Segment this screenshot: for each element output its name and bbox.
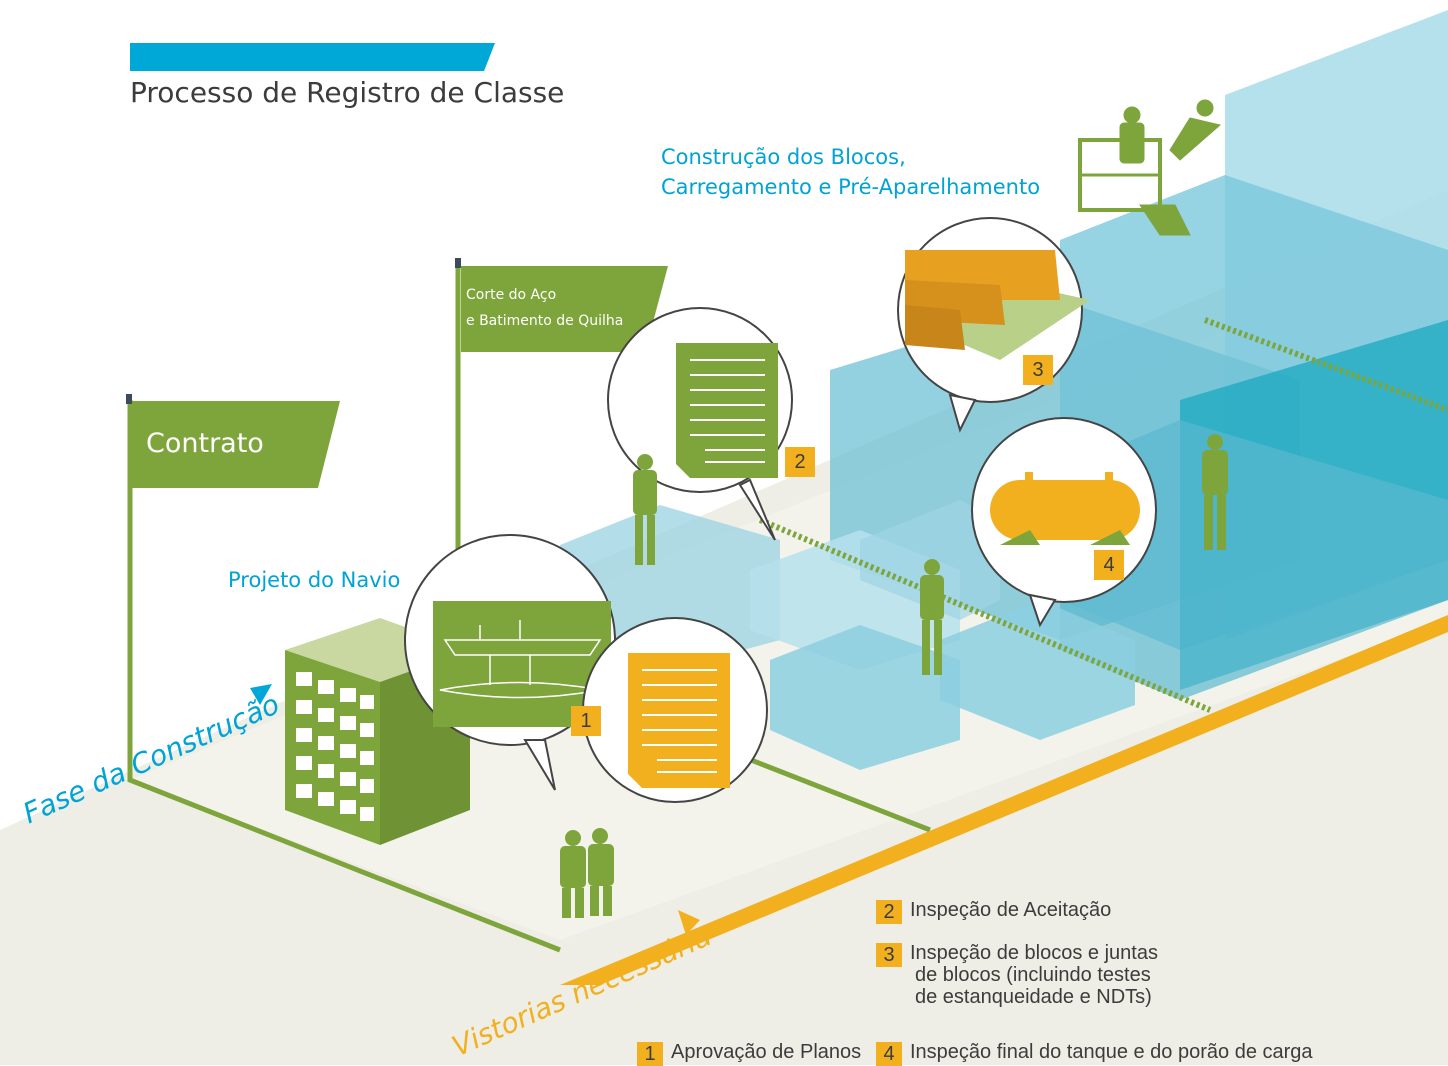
legend-text-1: Aprovação de Planos [671,1041,862,1063]
bubble-number-4: 4 [1094,550,1124,580]
legend-text-3-line1: Inspeção de blocos e juntas [910,942,1158,964]
legend-item-1: 1 Aprovação de Planos [637,1042,861,1066]
dashed-rows [758,317,1448,713]
flag-corte-line1: Corte do Aço [466,287,557,303]
tank-icon [990,472,1140,545]
blue-blocks [560,10,1448,770]
legend-num-3: 3 [876,943,902,967]
bubble-number-2: 2 [785,447,815,477]
lift-platform-icon [1078,99,1222,236]
flag-corte [461,266,668,352]
flag-contrato [132,401,340,488]
bubble-plans [404,534,616,791]
legend-item-3: 3 Inspeção de blocos e juntas [876,943,1158,967]
legend-num-4: 4 [876,1042,902,1066]
flag-pole-corte [455,258,461,268]
legend-num-1: 1 [637,1042,663,1066]
legend-text-3-line3: de estanqueidade e NDTs) [915,986,1152,1008]
worker-icon [560,434,1228,918]
orange-timeline [560,615,1448,985]
beams-icon [905,250,1090,360]
legend-num-2: 2 [876,900,902,924]
legend-text-2: Inspeção de Aceitação [910,899,1112,921]
legend-text-4: Inspeção final do tanque e do porão de c… [910,1041,1313,1063]
bubble-number-3: 3 [1023,355,1053,385]
flag-contrato-label: Contrato [146,428,264,459]
legend-item-2: 2 Inspeção de Aceitação [876,900,1111,924]
orange-arrow [678,910,700,935]
flag-pole-contrato [126,394,132,404]
flag-corte-line2: e Batimento de Quilha [466,313,624,329]
bubble-number-1: 1 [571,706,601,736]
legend-text-3-line2: de blocos (incluindo testes [915,964,1151,986]
label-construcao-line1: Construção dos Blocos, [661,145,906,169]
document-icon [628,653,730,788]
document-icon [676,343,778,478]
bubble-acceptance [607,307,793,541]
green-arrow [250,684,272,705]
label-projeto: Projeto do Navio [228,568,401,592]
legend-item-4: 4 Inspeção final do tanque e do porão de … [876,1042,1313,1066]
page-title: Processo de Registro de Classe [130,76,565,109]
label-construcao-line2: Carregamento e Pré-Aparelhamento [661,175,1041,199]
title-accent-bar [130,43,495,71]
bubble-approval [582,617,768,803]
